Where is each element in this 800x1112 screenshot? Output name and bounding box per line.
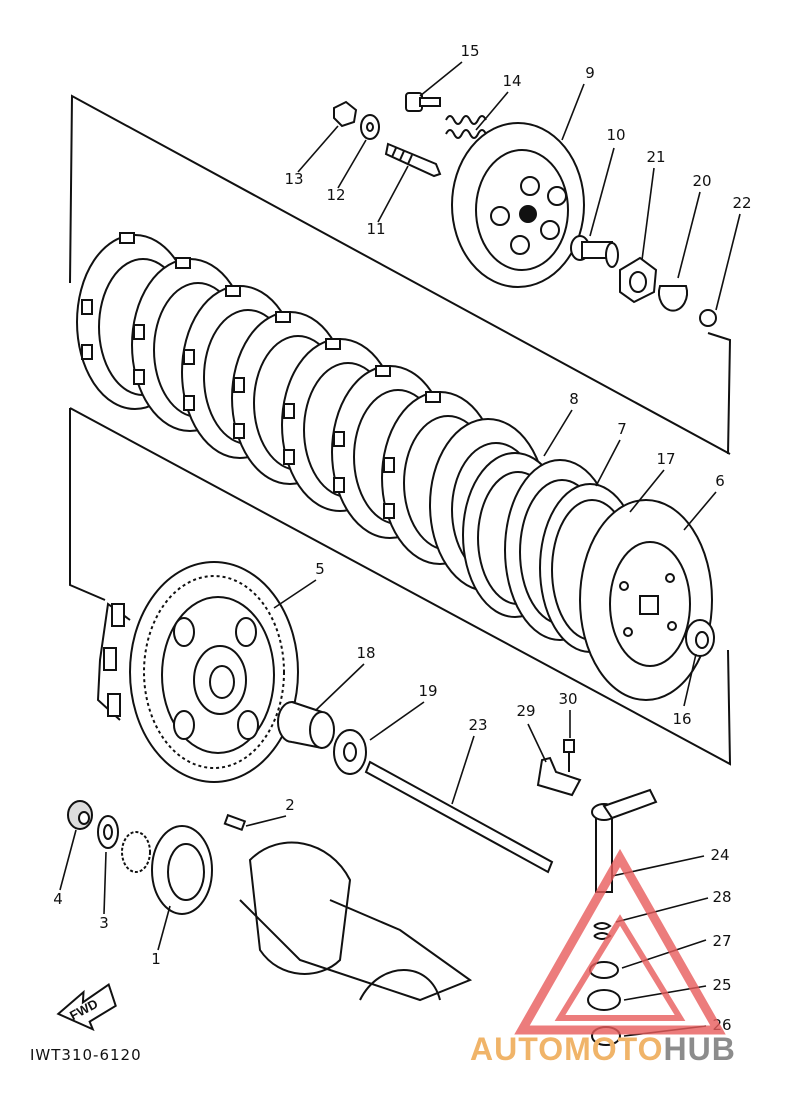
watermark-text: AUTOMOTOHUB: [470, 1031, 736, 1067]
watermark-automoto: AUTOMOTO: [470, 1031, 663, 1067]
callout-27: 27: [712, 932, 731, 950]
figure-code: IWT310-6120: [30, 1046, 142, 1064]
shaft-parts: [277, 701, 554, 874]
callout-17: 17: [656, 450, 675, 468]
ball-22: [699, 309, 717, 327]
crankshaft: [248, 841, 352, 975]
stud-11: [384, 142, 442, 178]
callout-4: 4: [53, 890, 63, 908]
plate-29: [536, 756, 582, 797]
callout-19: 19: [418, 682, 437, 700]
plate-tabs: [81, 232, 441, 519]
callout-20: 20: [692, 172, 711, 190]
pushrod-parts: [570, 235, 717, 327]
callout-13: 13: [284, 170, 303, 188]
watermark-hub: HUB: [663, 1031, 735, 1067]
callout-8: 8: [569, 390, 579, 408]
callout-30: 30: [558, 690, 577, 708]
screw-30: [563, 739, 575, 753]
oil-seal-25: [587, 989, 621, 1011]
callout-labels: 15 14 9 10 21 20 22 13 12 11 8 7 17 6 16…: [53, 42, 751, 1034]
lock-washer-20: [658, 285, 688, 312]
pressure-plate: [451, 122, 585, 288]
clutch-housing-5: [96, 561, 299, 783]
callout-21: 21: [646, 148, 665, 166]
callout-12: 12: [326, 186, 345, 204]
callout-5: 5: [315, 560, 325, 578]
clutch-boss-group: [462, 452, 715, 701]
callout-14: 14: [502, 72, 521, 90]
callout-15: 15: [460, 42, 479, 60]
crank-parts: [67, 800, 473, 1002]
nut-13: [333, 100, 358, 128]
callout-11: 11: [366, 220, 385, 238]
callout-18: 18: [356, 644, 375, 662]
callout-23: 23: [468, 716, 487, 734]
callout-1: 1: [151, 950, 161, 968]
callout-28: 28: [712, 888, 731, 906]
top-hardware: [333, 92, 487, 178]
callout-2: 2: [285, 796, 295, 814]
key-2: [223, 813, 247, 832]
callout-3: 3: [99, 914, 109, 932]
callout-6: 6: [715, 472, 725, 490]
callout-24: 24: [710, 846, 729, 864]
callout-29: 29: [516, 702, 535, 720]
spring-14: [445, 115, 487, 125]
callout-25: 25: [712, 976, 731, 994]
push-rod-23: [364, 760, 554, 874]
group-boxes: [69, 94, 732, 766]
callout-7: 7: [617, 420, 627, 438]
callout-9: 9: [585, 64, 595, 82]
watermark-triangle: [514, 848, 726, 1035]
callout-10: 10: [606, 126, 625, 144]
watermark-logo: AUTOMOTOHUB: [470, 848, 736, 1067]
forward-arrow: FWD: [56, 983, 117, 1032]
callout-16: 16: [672, 710, 691, 728]
callout-22: 22: [732, 194, 751, 212]
